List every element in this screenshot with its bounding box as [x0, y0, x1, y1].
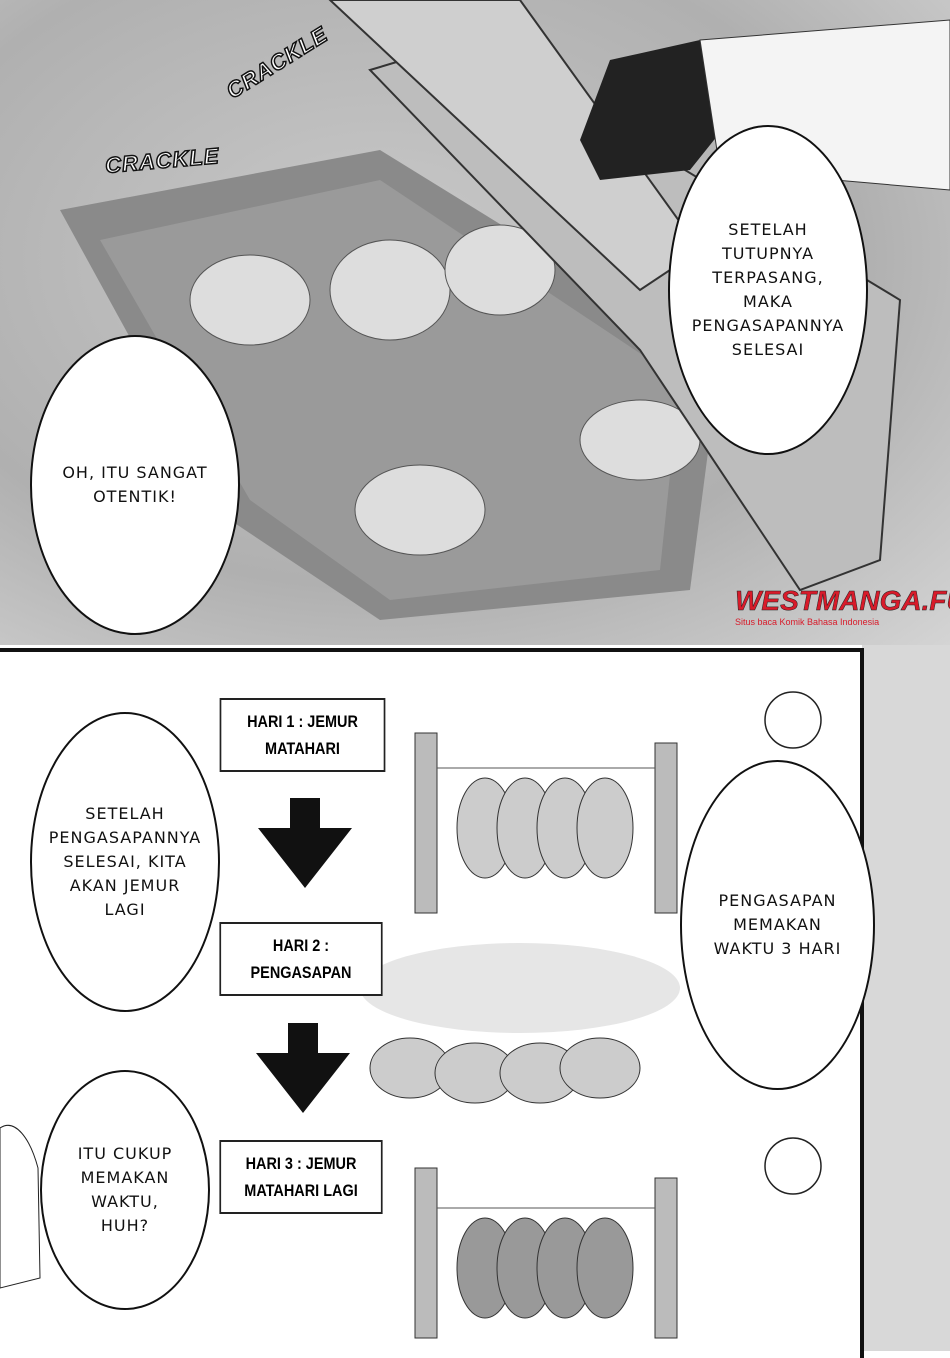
speech-bubble: SETELAH TUTUPNYA TERPASANG, MAKA PENGASA…	[668, 125, 868, 455]
smoking-pit-panel: CRACKLE CRACKLE SETELAH TUTUPNYA TERPASA…	[0, 0, 950, 645]
watermark-subtitle: Situs baca Komik Bahasa Indonesia	[735, 617, 880, 627]
speech-bubble: SETELAH PENGASAPANNYA SELESAI, KITA AKAN…	[30, 712, 220, 1012]
watermark-logo: WESTMANGA.FUN Situs baca Komik Bahasa In…	[735, 585, 950, 627]
drying-rack-icon	[414, 732, 678, 1339]
character-peek	[0, 1125, 41, 1289]
smoking-logs-icon	[360, 943, 680, 1104]
step-box-day-1: HARI 1 : JEMUR MATAHARI	[219, 698, 386, 772]
speech-bubble: PENGASAPAN MEMAKAN WAKTU 3 HARI	[680, 760, 875, 1090]
sun-icon	[764, 691, 822, 1195]
step-box-day-2: HARI 2 : PENGASAPAN	[219, 922, 383, 996]
process-illustration	[0, 691, 822, 1339]
speech-bubble: ITU CUKUP MEMAKAN WAKTU, HUH?	[40, 1070, 210, 1310]
arrow-down-icon	[256, 798, 352, 1113]
watermark-title: WESTMANGA.FUN	[735, 585, 950, 617]
margin-strip	[862, 645, 950, 1351]
speech-bubble: OH, ITU SANGAT OTENTIK!	[30, 335, 240, 635]
step-box-day-3: HARI 3 : JEMUR MATAHARI LAGI	[219, 1140, 383, 1214]
